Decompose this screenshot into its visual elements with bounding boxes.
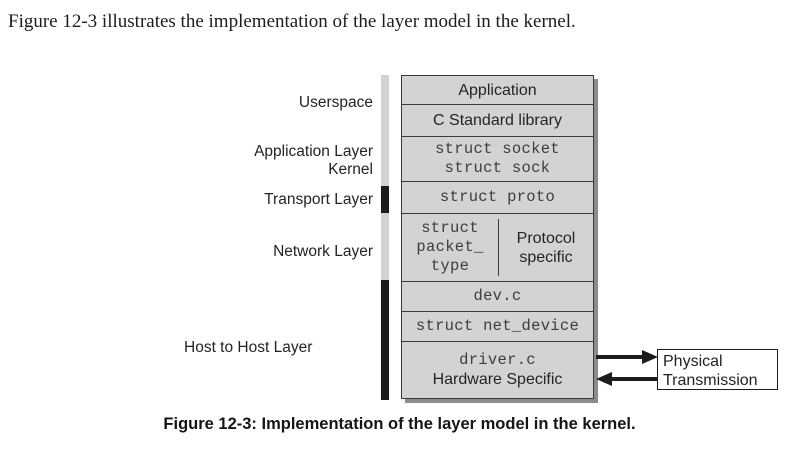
stack-row-struct-net-device: struct net_device <box>402 312 593 342</box>
layer-scope-bar <box>381 75 389 400</box>
layer-label-userspace: Userspace <box>298 94 373 111</box>
stack-row-application: Application <box>402 76 593 105</box>
scope-segment-host-to-host <box>381 280 389 400</box>
arrow-inbound-icon <box>596 372 658 386</box>
stack-row-struct-socket-sock-label: struct socket struct sock <box>435 140 560 177</box>
layer-label-application-layer-kernel: Application Layer Kernel <box>254 143 373 178</box>
scope-segment-transport <box>381 186 389 213</box>
stack-row-application-label: Application <box>458 81 537 99</box>
stack-cell-protocol-specific: Protocol specific <box>499 229 593 267</box>
stack-row-c-standard-library: C Standard library <box>402 105 593 137</box>
stack-row-hardware-specific-label: Hardware Specific <box>432 371 563 388</box>
layer-label-host-to-host-layer: Host to Host Layer <box>184 339 313 356</box>
kernel-layer-stack: Application C Standard library struct so… <box>401 75 594 399</box>
stack-cell-protocol-specific-label: Protocol specific <box>516 229 576 266</box>
stack-row-driver-hardware: driver.c Hardware Specific <box>402 342 593 398</box>
transmission-arrows <box>596 348 660 390</box>
stack-row-dev-c-label: dev.c <box>473 287 522 305</box>
stack-cell-struct-packet-type: struct packet_ type <box>402 219 499 276</box>
stack-row-struct-proto-label: struct proto <box>439 188 556 206</box>
stack-row-driver-c-label: driver.c <box>459 351 536 369</box>
stack-row-struct-proto: struct proto <box>402 182 593 214</box>
figure-caption: Figure 12-3: Implementation of the layer… <box>163 415 636 433</box>
stack-cell-struct-packet-type-label: struct packet_ type <box>416 219 484 275</box>
stack-row-struct-socket-sock: struct socket struct sock <box>402 137 593 182</box>
layer-label-transport-layer: Transport Layer <box>264 191 373 208</box>
stack-row-packet-type-protocol-specific: struct packet_ type Protocol specific <box>402 214 593 282</box>
stack-row-struct-net-device-label: struct net_device <box>415 317 580 335</box>
stack-row-dev-c: dev.c <box>402 282 593 312</box>
stack-row-c-standard-library-label: C Standard library <box>433 112 562 129</box>
intro-paragraph: Figure 12-3 illustrates the implementati… <box>8 11 576 32</box>
physical-transmission-box: Physical Transmission <box>657 349 778 390</box>
arrow-outbound-icon <box>596 350 658 364</box>
layer-label-network-layer: Network Layer <box>273 243 373 260</box>
